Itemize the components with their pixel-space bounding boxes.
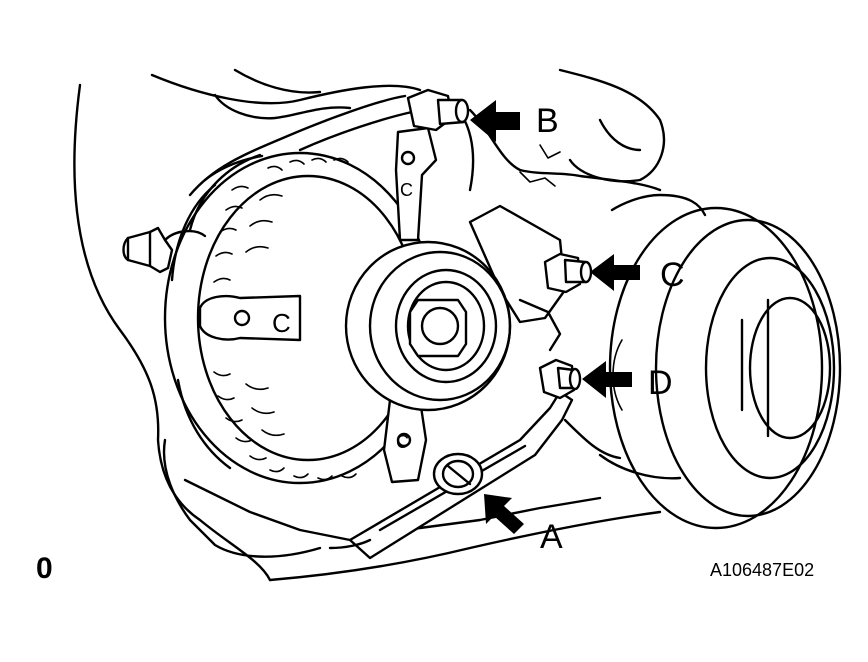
bolt-c <box>543 252 593 294</box>
arrow-icon <box>590 254 640 291</box>
compressor-pulley <box>608 193 842 530</box>
arrow-icon <box>470 100 520 142</box>
callout-a: A <box>540 518 563 556</box>
mounting-stud <box>122 226 207 274</box>
bolt-a <box>432 452 484 496</box>
callout-b: B <box>536 102 559 140</box>
figure-id: A106487E02 <box>710 560 814 580</box>
bracket-mark-upper: C <box>400 180 413 200</box>
bolt-b <box>406 88 470 132</box>
bolt-d <box>538 358 582 400</box>
arrow-icon <box>484 494 524 534</box>
alternator-body <box>163 126 567 485</box>
alternator-pulley <box>344 240 512 412</box>
callout-d: D <box>648 364 673 402</box>
callout-c: C <box>660 256 685 294</box>
bracket-mark-left: C <box>272 308 291 338</box>
arrow-icon <box>582 361 632 398</box>
corner-mark: 0 <box>36 552 53 585</box>
bracket-mark-lower: C <box>396 432 409 452</box>
